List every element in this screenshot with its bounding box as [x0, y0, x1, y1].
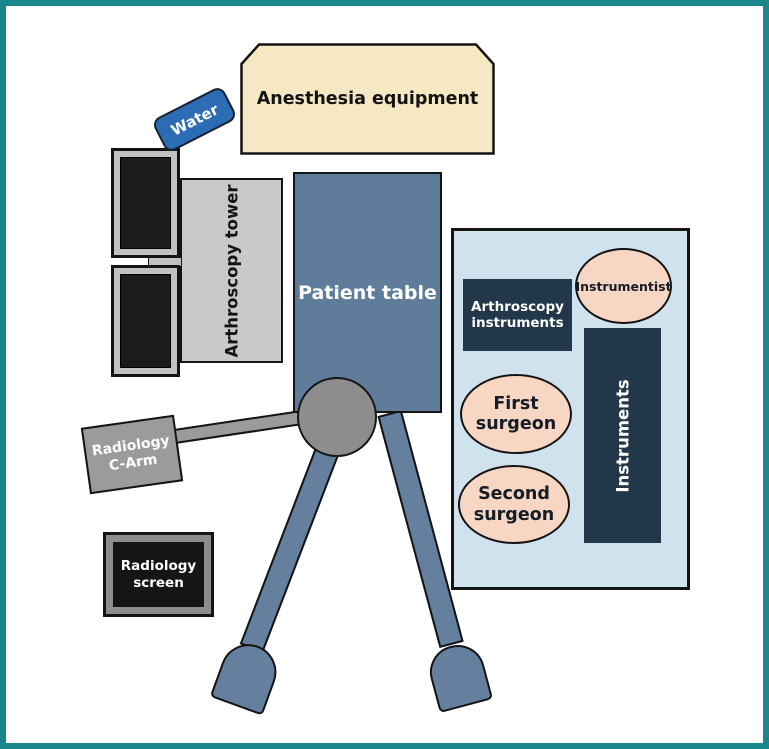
second-surgeon-position: Second surgeon — [458, 465, 570, 544]
first-surgeon-label: First surgeon — [475, 393, 557, 434]
instrumentist-position: Instrumentist — [575, 248, 672, 324]
anesthesia-equipment-shape — [240, 43, 495, 155]
patient-table-box: Patient table — [293, 172, 442, 413]
water-tag: Water — [150, 85, 239, 154]
tower-monitor-top-screen — [120, 157, 171, 249]
instruments-table: Instruments — [584, 328, 661, 543]
arthroscopy-tower-box: Arthroscopy tower — [180, 178, 283, 363]
patient-leg-left — [239, 440, 342, 654]
second-surgeon-label: Second surgeon — [473, 484, 555, 525]
instrumentist-label: Instrumentist — [575, 278, 672, 294]
arthroscopy-instruments-table: Arthroscopy instruments — [463, 279, 572, 351]
traction-boot-left — [209, 636, 285, 716]
first-surgeon-position: First surgeon — [460, 374, 572, 454]
anesthesia-equipment-label: Anesthesia equipment — [256, 89, 479, 109]
patient-table-label: Patient table — [298, 281, 437, 304]
arthroscopy-instruments-label: Arthroscopy instruments — [471, 298, 564, 331]
radiology-screen-display: Radiology screen — [113, 542, 204, 607]
radiology-screen-label: Radiology screen — [120, 558, 197, 591]
radiology-c-arm-box: Radiology C-Arm — [80, 414, 184, 495]
instruments-label: Instruments — [613, 378, 632, 493]
anesthesia-equipment-box: Anesthesia equipment — [240, 43, 495, 155]
traction-boot-right — [423, 638, 494, 714]
tower-monitor-top — [111, 148, 180, 258]
c-arm-head-circle — [297, 377, 377, 457]
water-label: Water — [167, 99, 222, 140]
radiology-c-arm-label: Radiology C-Arm — [90, 432, 171, 474]
arthroscopy-tower-label: Arthroscopy tower — [222, 183, 241, 358]
tower-monitor-bottom-screen — [120, 274, 171, 368]
radiology-screen-box: Radiology screen — [103, 532, 214, 617]
staff-area-panel: Arthroscopy instruments Instrumentist In… — [451, 228, 690, 590]
tower-monitor-bottom — [111, 265, 180, 377]
